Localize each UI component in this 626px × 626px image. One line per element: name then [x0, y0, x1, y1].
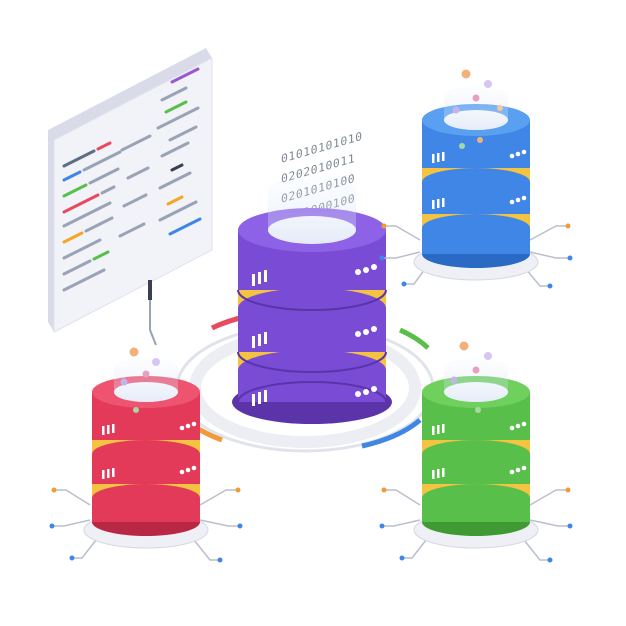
blue-database-icon — [413, 86, 539, 281]
central-database-icon — [232, 176, 392, 424]
green-database-icon — [413, 358, 539, 549]
circuit-node-dots — [49, 223, 573, 563]
red-database-icon — [83, 358, 209, 549]
circuit-traces-icon — [52, 225, 570, 561]
data-particles-icon — [120, 69, 503, 413]
code-document-icon — [48, 48, 213, 346]
